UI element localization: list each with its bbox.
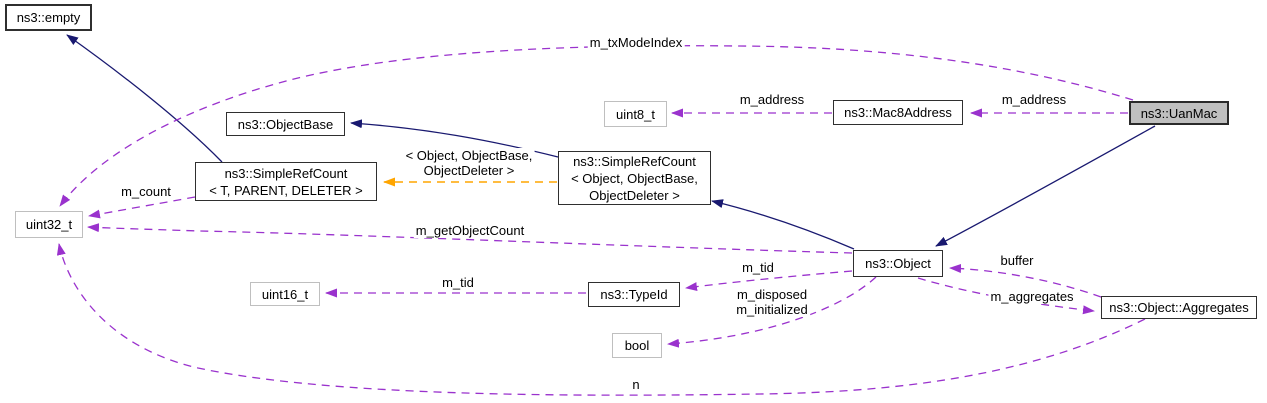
node-ns3-uanmac: ns3::UanMac [1129,101,1229,125]
edge-label-m-tid-left: m_tid [440,275,476,290]
node-ns3-typeid[interactable]: ns3::TypeId [588,282,680,307]
edge-label-m-disposed-initialized: m_disposed m_initialized [734,287,810,317]
edge-usage-uanmac-uint32-txmodeindex [59,45,1134,207]
edge-label-buffer: buffer [998,253,1036,268]
edge-usage-object-bool-disposed [667,276,877,348]
edge-label-m-address-right: m_address [999,92,1069,107]
node-ns3-simplerefcount-object[interactable]: ns3::SimpleRefCount < Object, ObjectBase… [558,151,711,205]
edge-usage-simplerefcount-uint32-count [88,196,196,219]
node-ns3-mac8address[interactable]: ns3::Mac8Address [833,100,963,125]
node-ns3-object-aggregates[interactable]: ns3::Object::Aggregates [1101,296,1257,319]
edge-label-m-txmodeindex: m_txModeIndex [587,35,685,50]
node-uint32-t: uint32_t [15,211,83,238]
edge-usage-object-uint32-getobjectcount [87,223,853,254]
node-ns3-objectbase[interactable]: ns3::ObjectBase [226,112,345,136]
node-uint8-t: uint8_t [604,101,667,127]
node-uint16-t: uint16_t [250,282,320,306]
edge-usage-aggregates-object-buffer [949,263,1102,298]
edge-label-m-getobjectcount: m_getObjectCount [413,223,527,238]
edge-inherit-simplerefcount-empty [66,34,223,163]
node-bool: bool [612,333,662,358]
edge-label-m-address-left: m_address [737,92,807,107]
edge-usage-object-typeid-tid [685,270,853,292]
edge-label-m-aggregates: m_aggregates [988,289,1076,304]
node-ns3-object[interactable]: ns3::Object [853,250,943,277]
edge-usage-aggregates-uint32-n [56,243,1146,396]
edge-inherit-object-simplerefcountobject [711,199,855,250]
edge-label-template-args: < Object, ObjectBase, ObjectDeleter > [403,148,535,178]
edge-label-m-tid-right: m_tid [740,260,776,275]
node-ns3-empty[interactable]: ns3::empty [5,4,92,31]
node-ns3-simplerefcount-generic[interactable]: ns3::SimpleRefCount < T, PARENT, DELETER… [195,162,377,201]
edge-inherit-uanmac-object [935,125,1156,247]
edge-label-n: n [630,377,642,392]
edge-label-m-count: m_count [119,184,173,199]
